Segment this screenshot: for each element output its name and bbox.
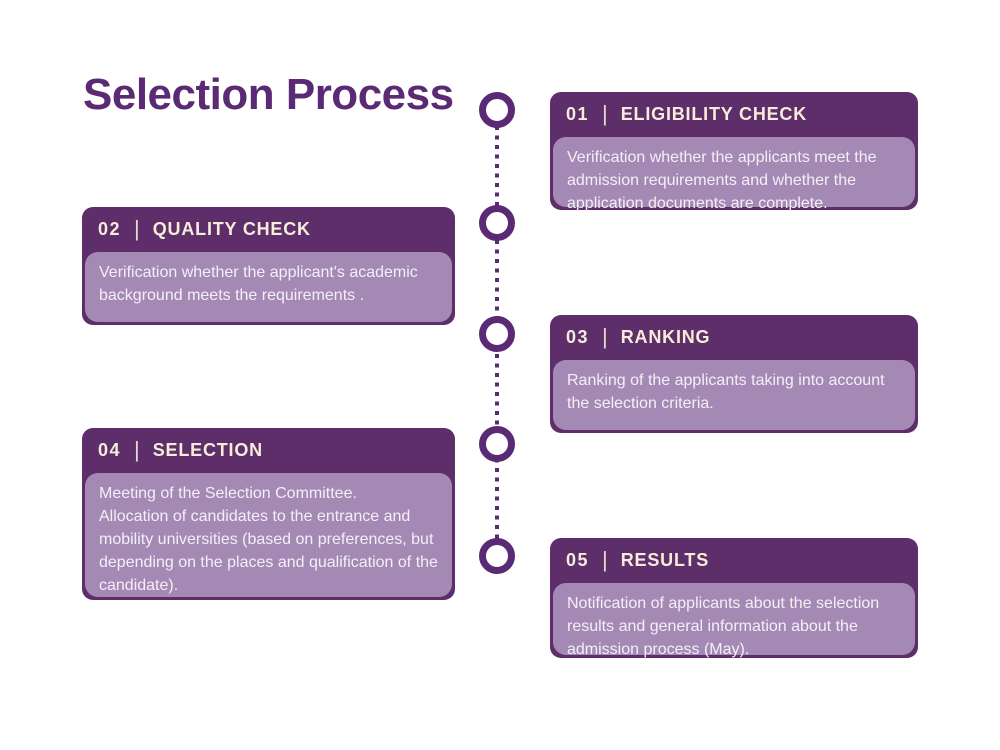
separator-bar: | (602, 323, 608, 349)
step-description: Notification of applicants about the sel… (553, 583, 915, 658)
step-number: 01 (566, 104, 590, 124)
card-header: 02 | QUALITY CHECK (82, 207, 455, 252)
step-number: 03 (566, 327, 590, 347)
separator-bar: | (134, 215, 140, 241)
step-number: 02 (98, 219, 122, 239)
separator-bar: | (602, 546, 608, 572)
timeline-node-4-icon (479, 426, 515, 462)
step-number: 05 (566, 550, 590, 570)
card-header: 03 | RANKING (550, 315, 918, 360)
process-card-quality-check: 02 | QUALITY CHECK Verification whether … (82, 207, 455, 325)
step-title: RANKING (620, 327, 711, 347)
step-description: Verification whether the applicants meet… (553, 137, 915, 212)
timeline-node-2-icon (479, 205, 515, 241)
card-header: 05 | RESULTS (550, 538, 918, 583)
separator-bar: | (134, 436, 140, 462)
process-card-ranking: 03 | RANKING Ranking of the applicants t… (550, 315, 918, 433)
step-description: Verification whether the applicant's aca… (85, 252, 452, 322)
step-title: ELIGIBILITY CHECK (620, 104, 808, 124)
separator-bar: | (602, 100, 608, 126)
process-card-selection: 04 | SELECTION Meeting of the Selection … (82, 428, 455, 600)
process-card-results: 05 | RESULTS Notification of applicants … (550, 538, 918, 658)
card-header: 04 | SELECTION (82, 428, 455, 473)
card-header: 01 | ELIGIBILITY CHECK (550, 92, 918, 137)
process-card-eligibility-check: 01 | ELIGIBILITY CHECK Verification whet… (550, 92, 918, 212)
step-title: RESULTS (620, 550, 710, 570)
page-title: Selection Process (83, 70, 454, 119)
step-description: Meeting of the Selection Committee. Allo… (85, 473, 452, 597)
step-title: QUALITY CHECK (152, 219, 311, 239)
timeline-node-3-icon (479, 316, 515, 352)
step-number: 04 (98, 440, 122, 460)
timeline-node-5-icon (479, 538, 515, 574)
step-description: Ranking of the applicants taking into ac… (553, 360, 915, 430)
timeline-node-1-icon (479, 92, 515, 128)
step-title: SELECTION (152, 440, 263, 460)
